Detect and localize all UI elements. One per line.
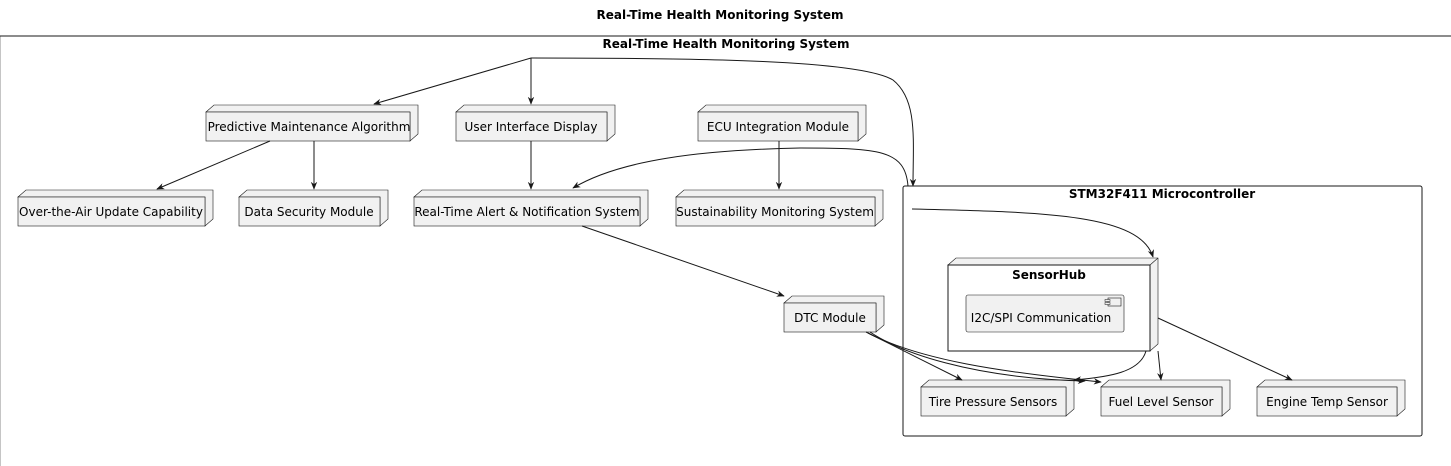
node-label: Data Security Module [244,205,373,219]
node-dtc-module: DTC Module [783,295,885,333]
node-label: ECU Integration Module [707,120,849,134]
node-label: Fuel Level Sensor [1108,395,1213,409]
frame-title: Real-Time Health Monitoring System [603,37,850,51]
node-label: Engine Temp Sensor [1266,395,1388,409]
node-predictive-maintenance: Predictive Maintenance Algorithm [205,104,419,142]
edge-sensorhub-to-tps [1073,350,1147,383]
edge-root-to-pma [373,57,532,106]
page-title: Real-Time Health Monitoring System [597,8,844,22]
node-real-time-alert: Real-Time Alert & Notification System [413,189,649,227]
node-label: User Interface Display [465,120,598,134]
node-sustainability-monitoring: Sustainability Monitoring System [675,189,884,227]
node-ecu-integration: ECU Integration Module [697,104,867,142]
node-engine-temp-sensor: Engine Temp Sensor [1256,379,1406,417]
edge-pma-to-ota [156,140,271,190]
edge-sensorhub-to-ets [1157,317,1293,381]
edge-ran-to-dtc [581,225,785,297]
node-data-security: Data Security Module [238,189,389,227]
edge-root-to-mcu [530,57,917,187]
node-ota-update: Over-the-Air Update Capability [17,189,214,227]
node-user-interface-display: User Interface Display [455,104,616,142]
node-label: Sustainability Monitoring System [676,205,874,219]
node-label: DTC Module [794,311,866,325]
edge-mcu-to-sensorhub [911,208,1154,258]
node-label: Over-the-Air Update Capability [19,205,203,219]
edge-sensorhub-to-fls [1157,350,1164,381]
mcu-container [902,185,1423,437]
node-fuel-level-sensor: Fuel Level Sensor [1100,379,1231,417]
component-icon [1104,297,1122,307]
mcu-container-label: STM32F411 Microcontroller [1069,187,1255,201]
node-label: Real-Time Alert & Notification System [414,205,639,219]
i2c-spi-component: I2C/SPI Communication [965,294,1125,333]
node-label: Predictive Maintenance Algorithm [208,120,411,134]
edge-mcu-to-ran [572,147,909,189]
edge-dtc-to-fls-b [867,332,1102,385]
i2c-spi-label: I2C/SPI Communication [971,311,1111,325]
edges [156,57,1293,385]
sensorhub-label: SensorHub [1012,268,1086,282]
node-label: Tire Pressure Sensors [928,395,1058,409]
node-tire-pressure-sensors: Tire Pressure Sensors [920,379,1075,417]
